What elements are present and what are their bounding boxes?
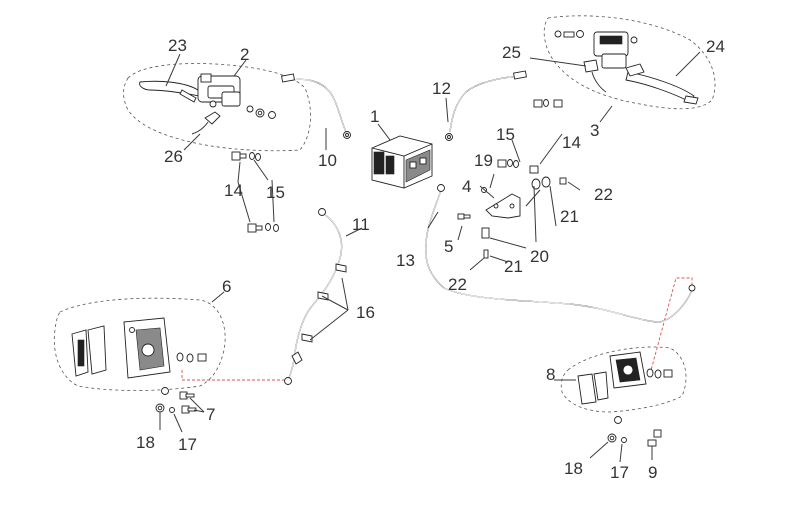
callout-26: 26 (164, 147, 183, 166)
right-handlebar-group-outline (543, 15, 716, 110)
hose-10 (281, 73, 351, 139)
callout-18-left: 18 (136, 433, 155, 452)
callout-5: 5 (444, 237, 453, 256)
callout-15-right: 15 (496, 125, 515, 144)
callout-14-left: 14 (224, 181, 243, 200)
left-caliper-bolts-7-17-18 (155, 387, 197, 414)
right-brake-pads (577, 371, 609, 405)
right-caliper-8 (609, 351, 647, 389)
callout-21-lower: 21 (504, 257, 523, 276)
callout-3: 3 (590, 121, 599, 140)
hose-12 (445, 70, 527, 141)
left-master-cylinder-2 (197, 73, 241, 108)
callout-9: 9 (648, 463, 657, 482)
brake-switch-25 (583, 59, 607, 93)
right-master-cylinder-fittings (554, 30, 584, 38)
callout-7: 7 (206, 405, 215, 424)
callout-23: 23 (168, 36, 187, 55)
grommets-20 (481, 176, 551, 239)
right-caliper-fittings (646, 368, 673, 379)
leader-lines (159, 51, 701, 463)
washers-15-right (507, 99, 549, 168)
left-caliper-6 (123, 317, 171, 379)
callout-4: 4 (462, 177, 471, 196)
hose-13 (425, 184, 696, 323)
rear-brake-routing-line (649, 277, 693, 375)
bolts-5-19-21-22 (457, 177, 567, 259)
callout-25: 25 (502, 43, 521, 62)
callout-13: 13 (396, 251, 415, 270)
washers-15-left (249, 152, 279, 232)
callout-18-right: 18 (564, 459, 583, 478)
hose-clips-16 (291, 263, 347, 365)
callout-6: 6 (222, 277, 231, 296)
callout-21-upper: 21 (560, 207, 579, 226)
right-caliper-group-outline (560, 346, 687, 413)
callout-2: 2 (240, 45, 249, 64)
callout-1: 1 (370, 107, 379, 126)
callout-19: 19 (474, 151, 493, 170)
banjo-bolt-14-left (231, 151, 263, 233)
callout-12: 12 (432, 79, 451, 98)
callout-17-right: 17 (610, 463, 629, 482)
brake-switch-26 (191, 111, 221, 135)
left-lever-23 (139, 80, 201, 103)
callout-8: 8 (546, 365, 555, 384)
left-brake-pads (71, 325, 107, 377)
right-caliper-bolts-9-17-18 (607, 416, 662, 447)
callout-16: 16 (356, 303, 375, 322)
right-lever-24 (625, 63, 699, 105)
callout-14-right: 14 (562, 133, 581, 152)
callout-11: 11 (352, 215, 370, 234)
callout-24: 24 (706, 37, 725, 56)
callout-15-left: 15 (266, 183, 285, 202)
right-master-cylinder-3 (593, 31, 638, 69)
left-handlebar-group-outline (123, 63, 311, 152)
callout-10: 10 (318, 151, 337, 170)
left-master-cylinder-fittings (246, 105, 276, 119)
left-caliper-fittings (176, 352, 207, 363)
callout-22-upper: 22 (594, 185, 613, 204)
front-brake-routing-line (181, 370, 288, 381)
hose-11 (284, 208, 343, 385)
left-caliper-group-outline (53, 297, 226, 391)
abs-unit-1 (371, 135, 433, 189)
callout-labels: 23 2 26 14 15 10 1 12 25 24 3 15 14 19 4… (136, 36, 725, 482)
callout-20: 20 (530, 247, 549, 266)
callout-17-left: 17 (178, 435, 197, 454)
banjo-bolt-14-right (497, 99, 563, 174)
callout-22-lower: 22 (448, 275, 467, 294)
bracket-4 (485, 193, 521, 219)
